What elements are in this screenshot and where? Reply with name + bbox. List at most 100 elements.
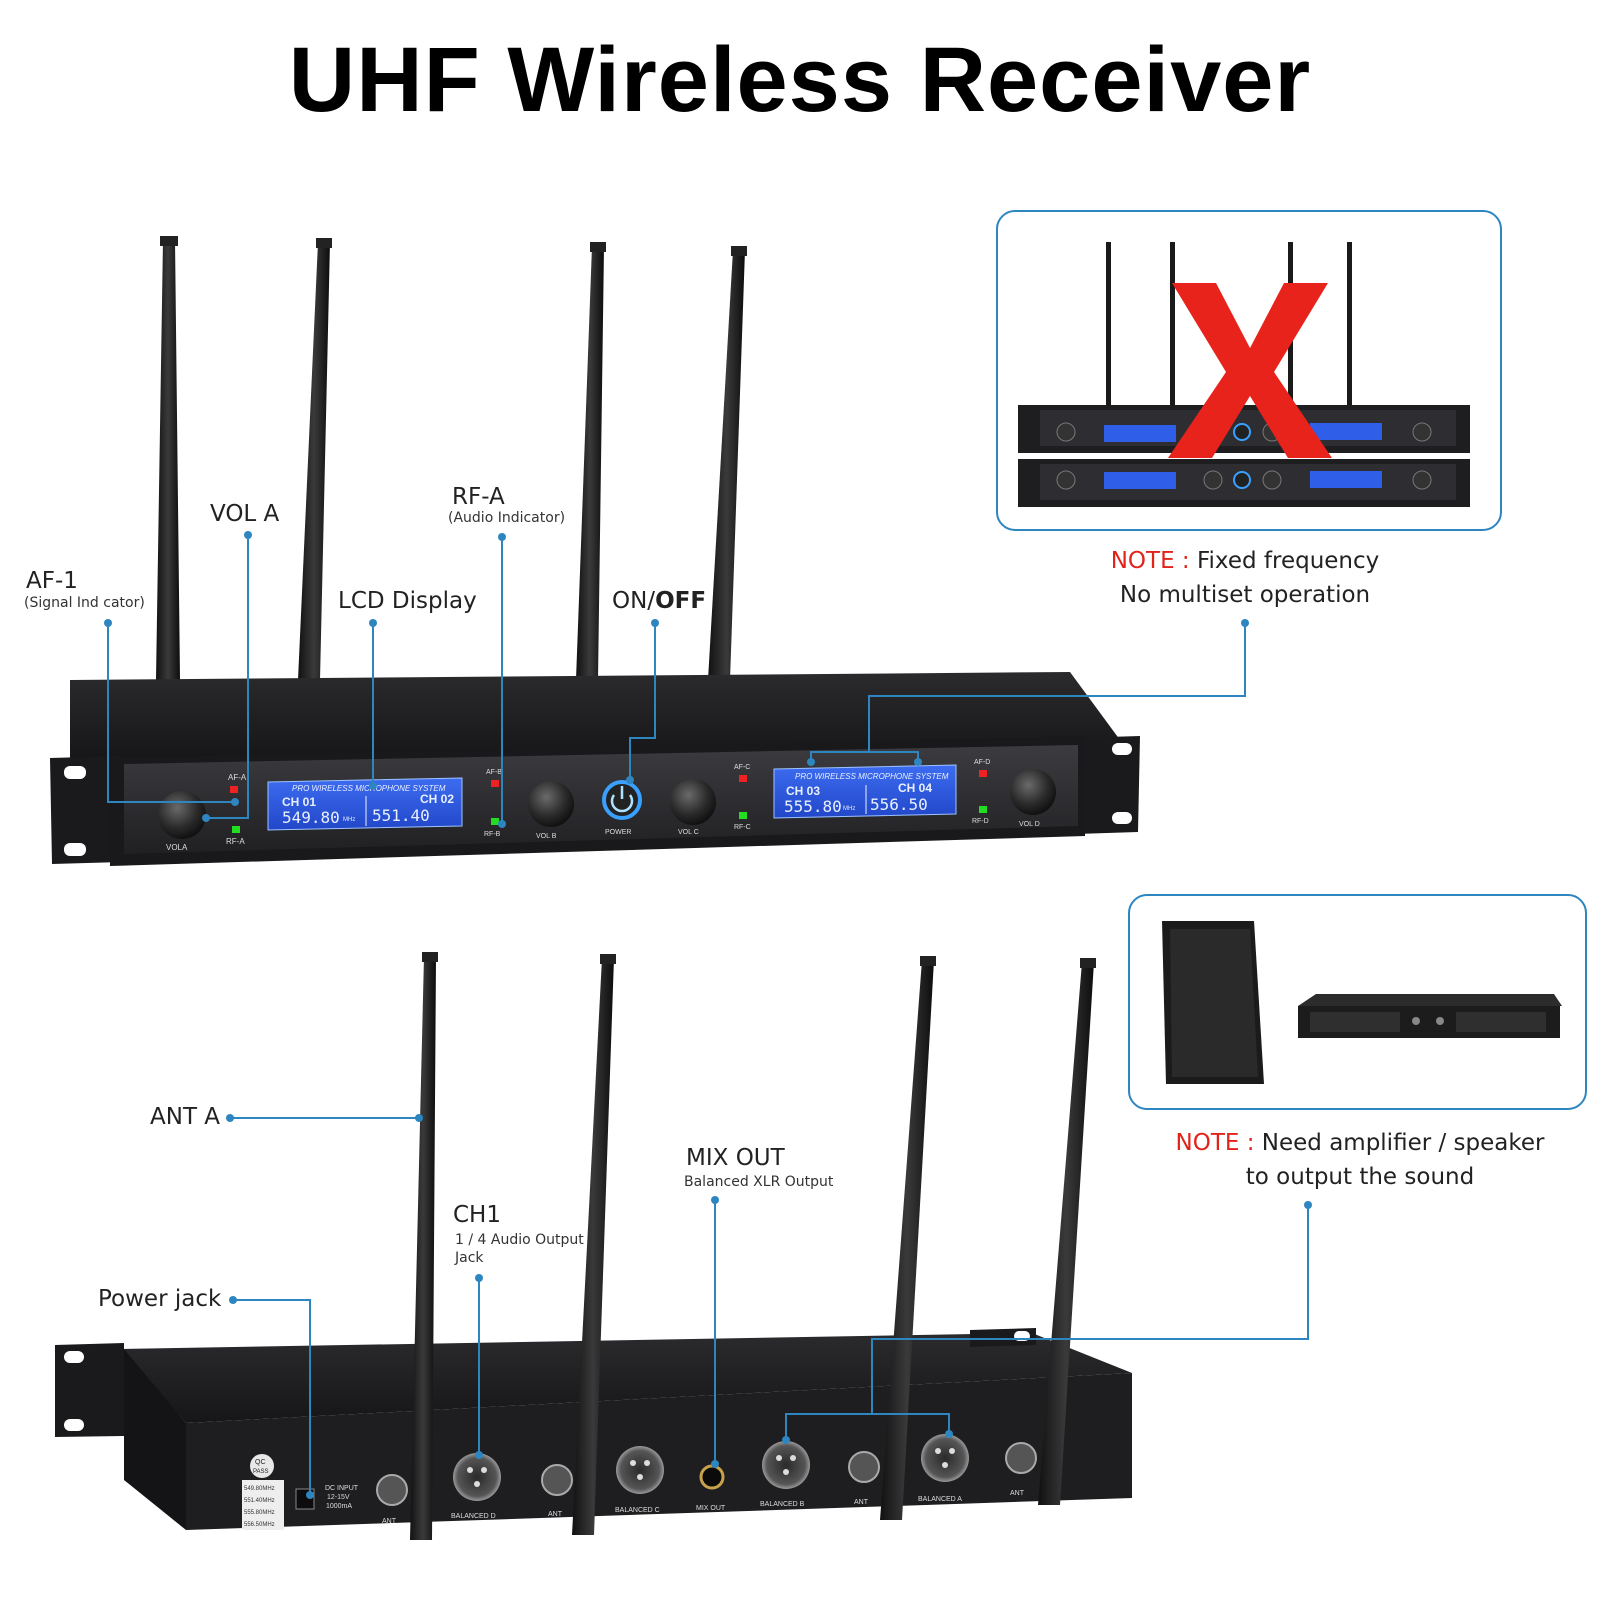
rf-a-led <box>232 826 240 833</box>
qc-text: QC <box>255 1459 266 1466</box>
ant-connector-3[interactable] <box>848 1451 880 1483</box>
lcd-right-ch2: CH 04 <box>898 781 932 795</box>
balanced-d-label: BALANCED D <box>451 1513 496 1520</box>
panel-vol-c: VOL C <box>678 829 699 836</box>
front-antenna-4 <box>708 246 747 680</box>
af-a-led <box>230 786 238 793</box>
note-bottom-prefix: NOTE : <box>1175 1130 1255 1156</box>
panel-af-b: AF-B <box>486 769 502 776</box>
panel-af-c: AF-C <box>734 764 750 771</box>
frequency-sticker <box>242 1480 284 1530</box>
callout-power-jack-label: Power jack <box>98 1286 222 1312</box>
lcd-display-left: PRO WIRELESS MICROPHONE SYSTEM CH 01 549… <box>267 777 463 831</box>
af-d-led <box>979 770 987 777</box>
amplifier-speaker-inset <box>1128 894 1587 1110</box>
note-bottom: NOTE : Need amplifier / speaker to outpu… <box>1150 1130 1570 1190</box>
rear-antenna-2 <box>572 954 616 1535</box>
ant-label-4: ANT <box>1010 1490 1025 1497</box>
callout-mix-out-label: MIX OUT <box>686 1145 785 1171</box>
rf-c-led <box>739 812 747 819</box>
ant-label-1: ANT <box>382 1518 397 1525</box>
rack-ear-slot <box>1112 743 1132 755</box>
lcd-left-unit: MHz <box>343 817 355 823</box>
vol-c-knob[interactable] <box>670 779 716 825</box>
rear-antenna-3 <box>880 956 936 1520</box>
sticker-freq-1: 549.80MHz <box>244 1486 275 1492</box>
rear-chassis-top <box>122 1333 1132 1423</box>
rack-ear-left <box>50 756 122 864</box>
panel-rf-d: RF-D <box>972 818 989 825</box>
callout-ant-a-label: ANT A <box>150 1104 221 1130</box>
note-top-line2: No multiset operation <box>1119 582 1371 608</box>
rack-ear-slot <box>64 843 86 856</box>
stacked-receivers-inset <box>996 210 1502 531</box>
front-antenna-2 <box>298 238 332 680</box>
xlr-output-a[interactable] <box>921 1434 969 1482</box>
power-icon <box>610 794 634 813</box>
note-bottom-line2: to output the sound <box>1245 1164 1475 1190</box>
current-text: 1000mA <box>326 1503 352 1510</box>
rear-chassis-side <box>124 1349 186 1530</box>
callout-ch1-sub2: Jack <box>455 1250 484 1266</box>
speaker-icon <box>1162 921 1264 1084</box>
af-c-led <box>739 775 747 782</box>
balanced-a-label: BALANCED A <box>918 1496 962 1503</box>
lcd-right-header: PRO WIRELESS MICROPHONE SYSTEM <box>795 772 949 781</box>
mix-out-jack[interactable] <box>699 1464 725 1490</box>
rack-ear-slot <box>1112 812 1132 824</box>
panel-power: POWER <box>605 829 631 836</box>
rear-rack-ear-left <box>55 1343 124 1437</box>
lcd-right-ch1: CH 03 <box>786 784 820 798</box>
ant-label-2: ANT <box>548 1511 563 1518</box>
vol-a-knob[interactable] <box>158 791 206 839</box>
callout-vol-a-label: VOL A <box>210 501 280 527</box>
callout-ch1-label: CH1 <box>453 1202 501 1228</box>
vol-d-knob[interactable] <box>1010 769 1056 815</box>
lcd-right-unit: MHz <box>843 806 855 812</box>
mix-out-panel-label: MIX OUT <box>696 1505 726 1512</box>
callout-rf-a-label: RF-A <box>452 484 505 510</box>
rack-ear-slot <box>64 1351 84 1363</box>
lcd-right-freq1: 555.80 <box>784 797 842 816</box>
panel-rf-b: RF-B <box>484 831 501 838</box>
front-receiver: AF-A RF-A VOLA PRO WIRELESS MICROPHONE S… <box>50 236 1140 866</box>
lcd-left-freq2: 551.40 <box>372 806 430 825</box>
page-title: UHF Wireless Receiver <box>288 29 1312 131</box>
rear-receiver: QC PASS 549.80MHz 551.40MHz 555.80MHz 55… <box>55 952 1132 1540</box>
dc-input-text: DC INPUT <box>325 1485 359 1492</box>
rf-d-led <box>979 806 987 813</box>
lcd-right-freq2: 556.50 <box>870 795 928 814</box>
rack-ear-right <box>1075 736 1140 834</box>
sticker-freq-2: 551.40MHz <box>244 1498 275 1504</box>
amplifier-icon <box>1298 994 1562 1038</box>
lcd-left-freq1: 549.80 <box>282 808 340 827</box>
lcd-left-ch1: CH 01 <box>282 795 316 809</box>
callout-lines <box>107 535 1309 1495</box>
ant-connector-1[interactable] <box>376 1474 408 1506</box>
rack-ear-slot <box>64 1419 84 1431</box>
callout-af1-label: AF-1 <box>26 568 78 594</box>
panel-rf-a: RF-A <box>226 837 245 846</box>
panel-vol-b: VOL B <box>536 833 557 840</box>
ant-connector-2[interactable] <box>541 1464 573 1496</box>
off-text: OFF <box>655 588 707 614</box>
power-button[interactable] <box>602 780 642 820</box>
front-antenna-1 <box>156 236 180 680</box>
xlr-output-d[interactable] <box>453 1453 501 1501</box>
xlr-output-c[interactable] <box>616 1446 664 1494</box>
panel-af-a: AF-A <box>228 773 247 782</box>
rear-antenna-4 <box>1038 958 1096 1505</box>
lcd-left-ch2: CH 02 <box>420 792 454 806</box>
callout-af1-sub: (Signal Ind cator) <box>24 595 145 611</box>
panel-vol-d: VOL D <box>1019 821 1040 828</box>
xlr-output-b[interactable] <box>762 1441 810 1489</box>
balanced-c-label: BALANCED C <box>615 1507 660 1514</box>
vol-b-knob[interactable] <box>528 781 574 827</box>
rack-ear-slot <box>64 766 86 779</box>
ant-connector-4[interactable] <box>1005 1442 1037 1474</box>
callout-rf-a-sub: (Audio Indicator) <box>448 510 566 526</box>
voltage-text: 12-15V <box>327 1494 350 1501</box>
callout-dots <box>104 531 1312 1499</box>
red-x-icon <box>1168 283 1332 458</box>
